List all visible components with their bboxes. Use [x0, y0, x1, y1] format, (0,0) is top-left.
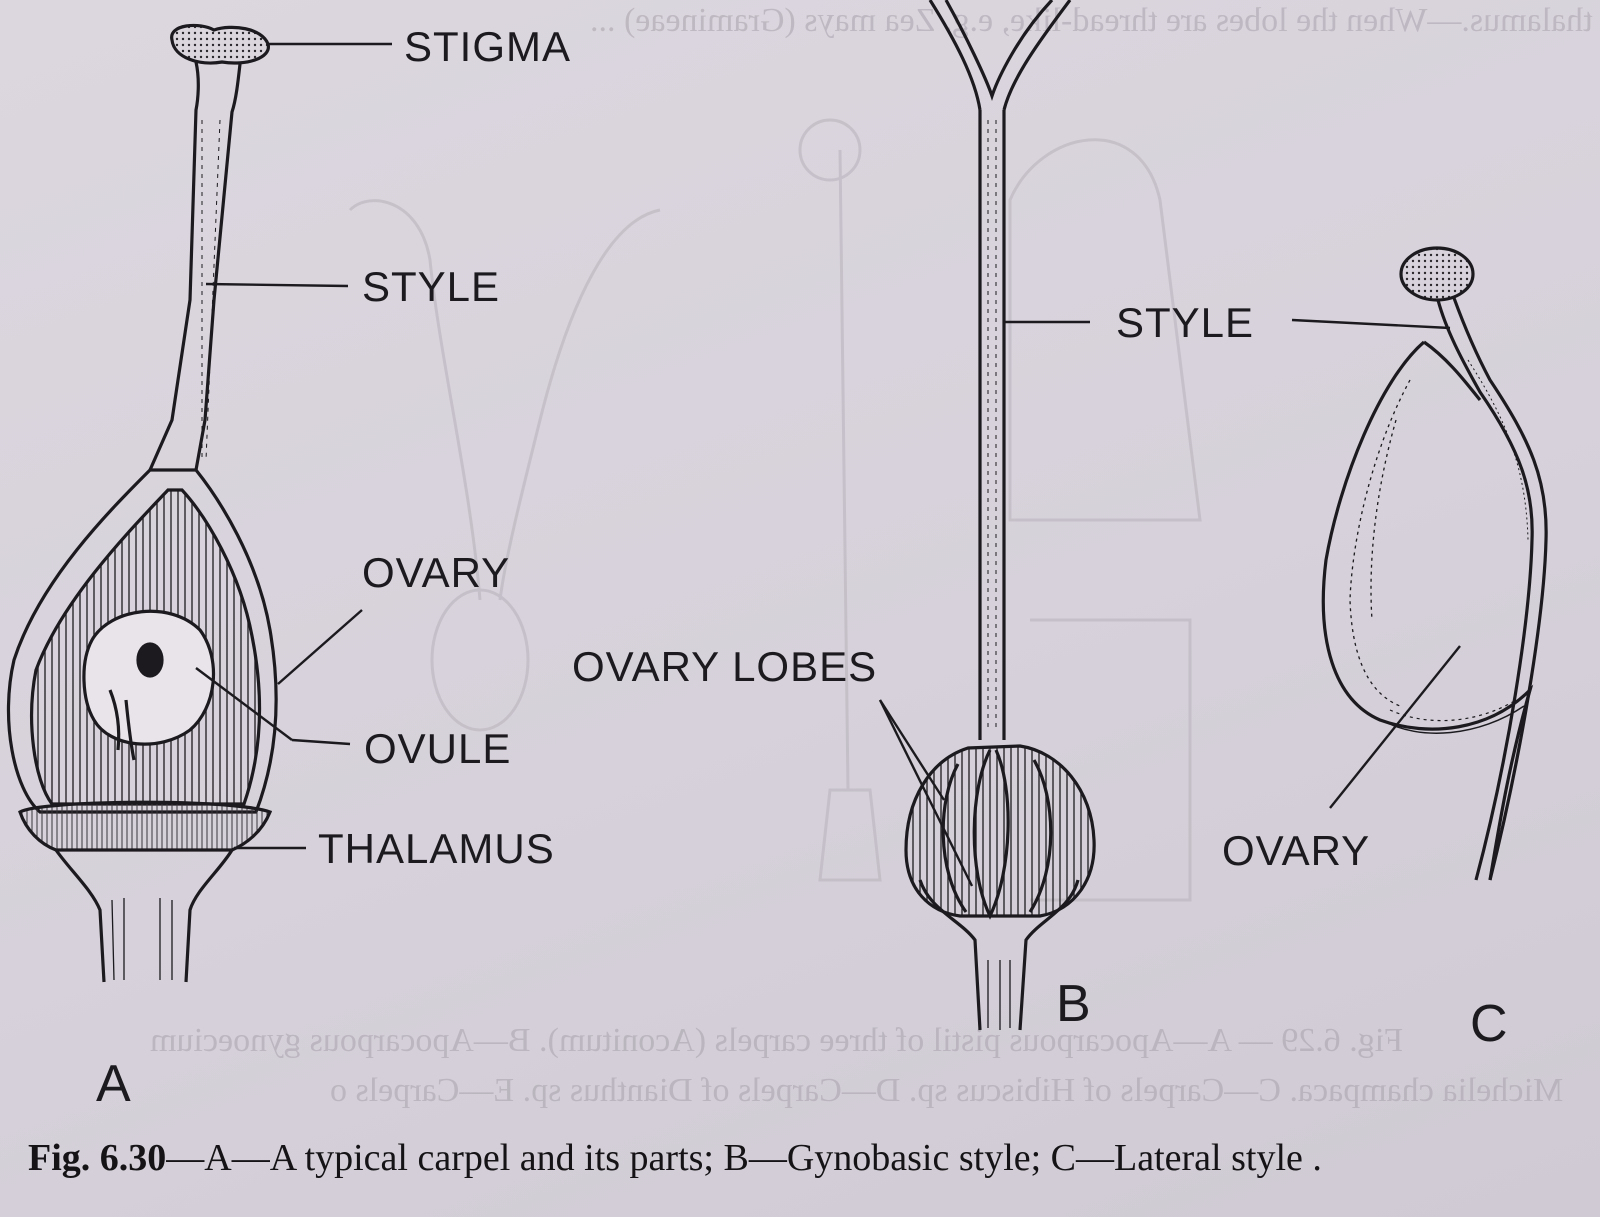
ghost-drawings [348, 118, 1202, 902]
leader-lines-c [1291, 318, 1461, 809]
label-ovary-a: OVARY [362, 549, 511, 596]
label-style-a: STYLE [362, 263, 501, 310]
label-stigma: STIGMA [404, 23, 572, 70]
carpel-b-drawing [904, 0, 1096, 1031]
label-ovary-c: OVARY [1222, 827, 1371, 874]
label-ovary-lobes: OVARY LOBES [572, 643, 878, 690]
figure-number: Fig. 6.30 [28, 1137, 167, 1179]
leader-lines-b [878, 320, 1090, 887]
carpel-a-drawing [6, 23, 278, 983]
panel-label-c: C [1470, 995, 1508, 1053]
figure-caption: Fig. 6.30—A—A typical carpel and its par… [28, 1136, 1322, 1180]
label-ovule: OVULE [364, 725, 512, 772]
panel-label-a: A [96, 1055, 131, 1113]
label-thalamus: THALAMUS [318, 825, 555, 872]
panel-label-b: B [1056, 975, 1091, 1033]
caption-text: —A—A typical carpel and its parts; B—Gyn… [166, 1137, 1322, 1179]
label-style-bc: STYLE [1116, 299, 1255, 346]
carpel-c-drawing [1321, 246, 1548, 881]
leader-lines-a [195, 42, 392, 850]
